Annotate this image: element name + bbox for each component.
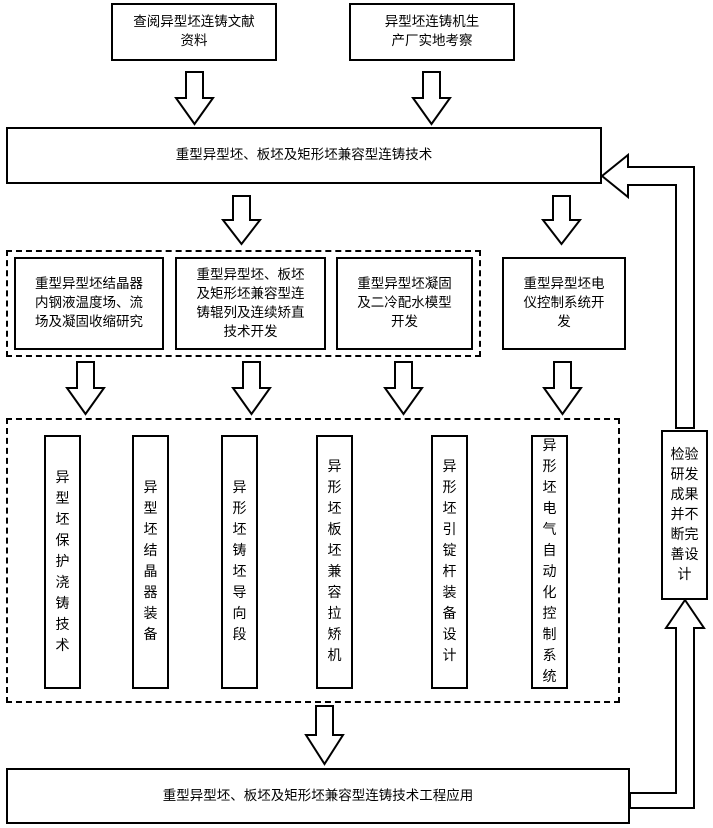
arrow-down [220, 195, 263, 246]
research-group [6, 250, 481, 357]
main-tech-box: 重型异型坯、板坯及矩形坯兼容型连铸技术 [6, 127, 602, 184]
equipment-box-4: 异形坯板坯兼容拉矫机 [316, 435, 353, 689]
equipment-box-2: 异型坯结晶器装备 [132, 435, 169, 689]
research-box-mold: 重型异型坯结晶器 内钢液温度场、流 场及凝固收缩研究 [14, 257, 164, 350]
equipment-label-6: 异形坯电气自动化控制系统 [542, 438, 557, 685]
research-box-cooling: 重型异型坯凝固 及二冷配水模型 开发 [336, 257, 473, 350]
literature-review-label: 查阅异型坯连铸文献 资料 [133, 14, 255, 49]
research-box-control: 重型异型坯电 仪控制系统开 发 [502, 257, 626, 350]
research-box-roller: 重型异型坯、板坯 及矩形坯兼容型连 铸辊列及连续矫直 技术开发 [175, 257, 326, 350]
equipment-box-3: 异形坯铸坯导向段 [221, 435, 258, 689]
arrow-down [383, 361, 424, 416]
application-label: 重型异型坯、板坯及矩形坯兼容型连铸技术工程应用 [162, 787, 474, 804]
feedback-label: 检验研发成果并不断完善设计 [670, 447, 699, 583]
equipment-box-1: 异型坯保护浇铸技术 [44, 435, 81, 689]
feedback-up-arrow [629, 598, 706, 809]
field-visit-box: 异型坯连铸机生 产厂实地考察 [349, 3, 515, 61]
equipment-label-3: 异形坯铸坯导向段 [232, 480, 247, 643]
equipment-label-1: 异型坯保护浇铸技术 [55, 469, 70, 654]
field-visit-label: 异型坯连铸机生 产厂实地考察 [384, 14, 480, 49]
arrow-down [304, 705, 345, 766]
main-tech-label: 重型异型坯、板坯及矩形坯兼容型连铸技术 [175, 147, 433, 163]
literature-review-box: 查阅异型坯连铸文献 资料 [111, 3, 277, 61]
feedback-box: 检验研发成果并不断完善设计 [661, 430, 708, 600]
application-box: 重型异型坯、板坯及矩形坯兼容型连铸技术工程应用 [6, 768, 630, 824]
equipment-label-5: 异形坯引锭杆装备设计 [442, 459, 457, 664]
equipment-group [6, 418, 620, 703]
arrow-down [231, 361, 272, 416]
arrow-down [540, 195, 583, 246]
research-label-cooling: 重型异型坯凝固 及二冷配水模型 开发 [357, 276, 452, 330]
equipment-box-6: 异形坯电气自动化控制系统 [531, 435, 568, 689]
arrow-down [411, 71, 452, 126]
arrow-down [65, 361, 106, 416]
equipment-label-4: 异形坯板坯兼容拉矫机 [327, 459, 342, 664]
equipment-box-5: 异形坯引锭杆装备设计 [431, 435, 468, 689]
feedback-left-arrow [600, 152, 695, 429]
research-label-control: 重型异型坯电 仪控制系统开 发 [523, 276, 605, 330]
equipment-label-2: 异型坯结晶器装备 [143, 480, 158, 643]
arrow-down [174, 71, 215, 126]
research-label-mold: 重型异型坯结晶器 内钢液温度场、流 场及凝固收缩研究 [35, 276, 143, 330]
research-label-roller: 重型异型坯、板坯 及矩形坯兼容型连 铸辊列及连续矫直 技术开发 [196, 266, 305, 340]
arrow-down [542, 361, 583, 416]
